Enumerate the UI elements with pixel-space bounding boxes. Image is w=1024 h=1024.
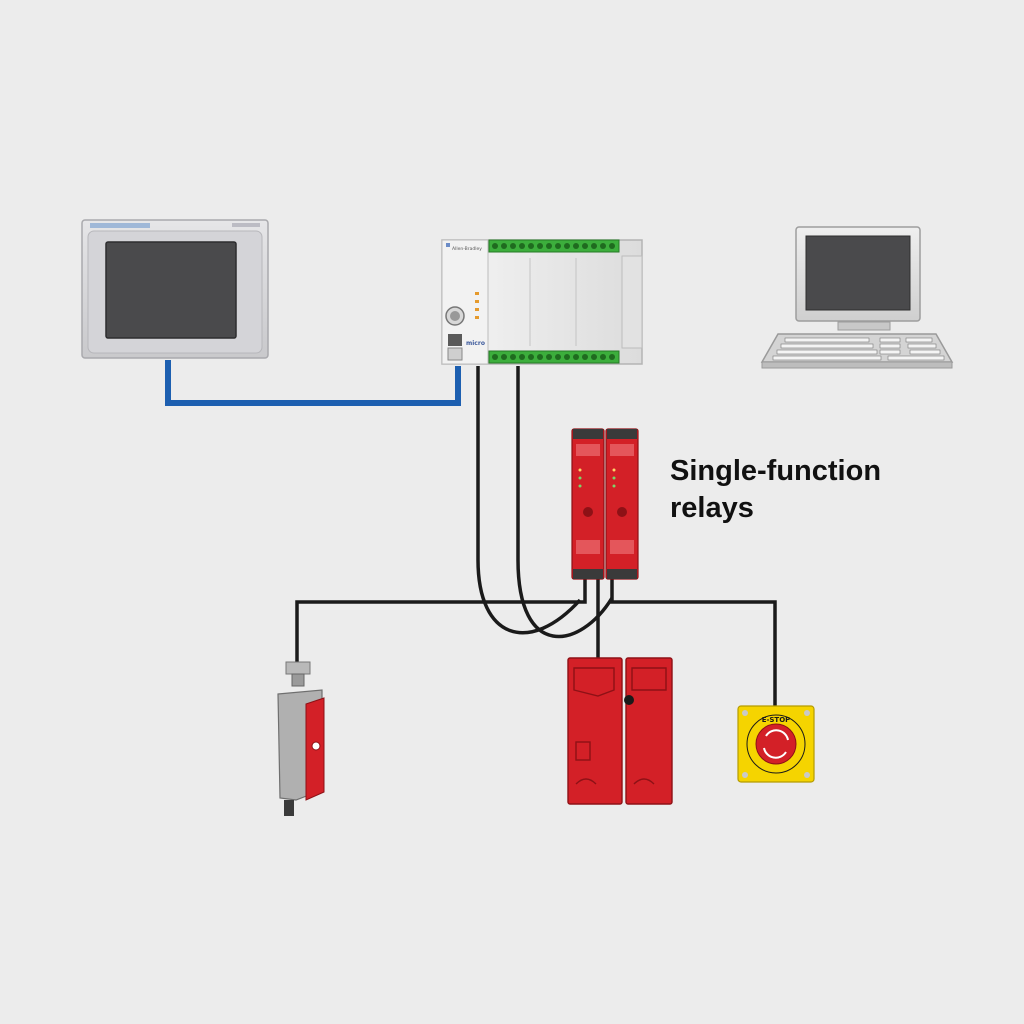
- wire-interlock: [295, 578, 587, 664]
- interlock-switch-icon: [277, 661, 325, 816]
- plc-model: micro: [466, 340, 485, 347]
- hmi-panel-icon: [81, 219, 269, 359]
- plc-relay-cable-1: [476, 366, 582, 635]
- relays-caption-line1: Single-function: [670, 455, 882, 487]
- cables: [165, 360, 777, 708]
- estop-button-icon: E-STOP: [737, 705, 815, 783]
- wire-estop: [610, 578, 777, 708]
- hmi-plc-cable: [165, 360, 461, 406]
- safety-relay-2: [605, 428, 639, 580]
- plc-controller-icon: Allen-Bradley micro: [441, 239, 643, 365]
- relays-caption: Single-function relays: [670, 453, 881, 527]
- estop-label: E-STOP: [762, 716, 791, 724]
- safety-relay-icon: [571, 428, 639, 580]
- plc-brand: Allen-Bradley: [452, 246, 482, 252]
- relays-caption-line2: relays: [670, 492, 754, 524]
- desktop-computer-icon: [760, 226, 954, 369]
- non-contact-sensor-icon: [567, 657, 673, 805]
- safety-relay-1: [571, 428, 605, 580]
